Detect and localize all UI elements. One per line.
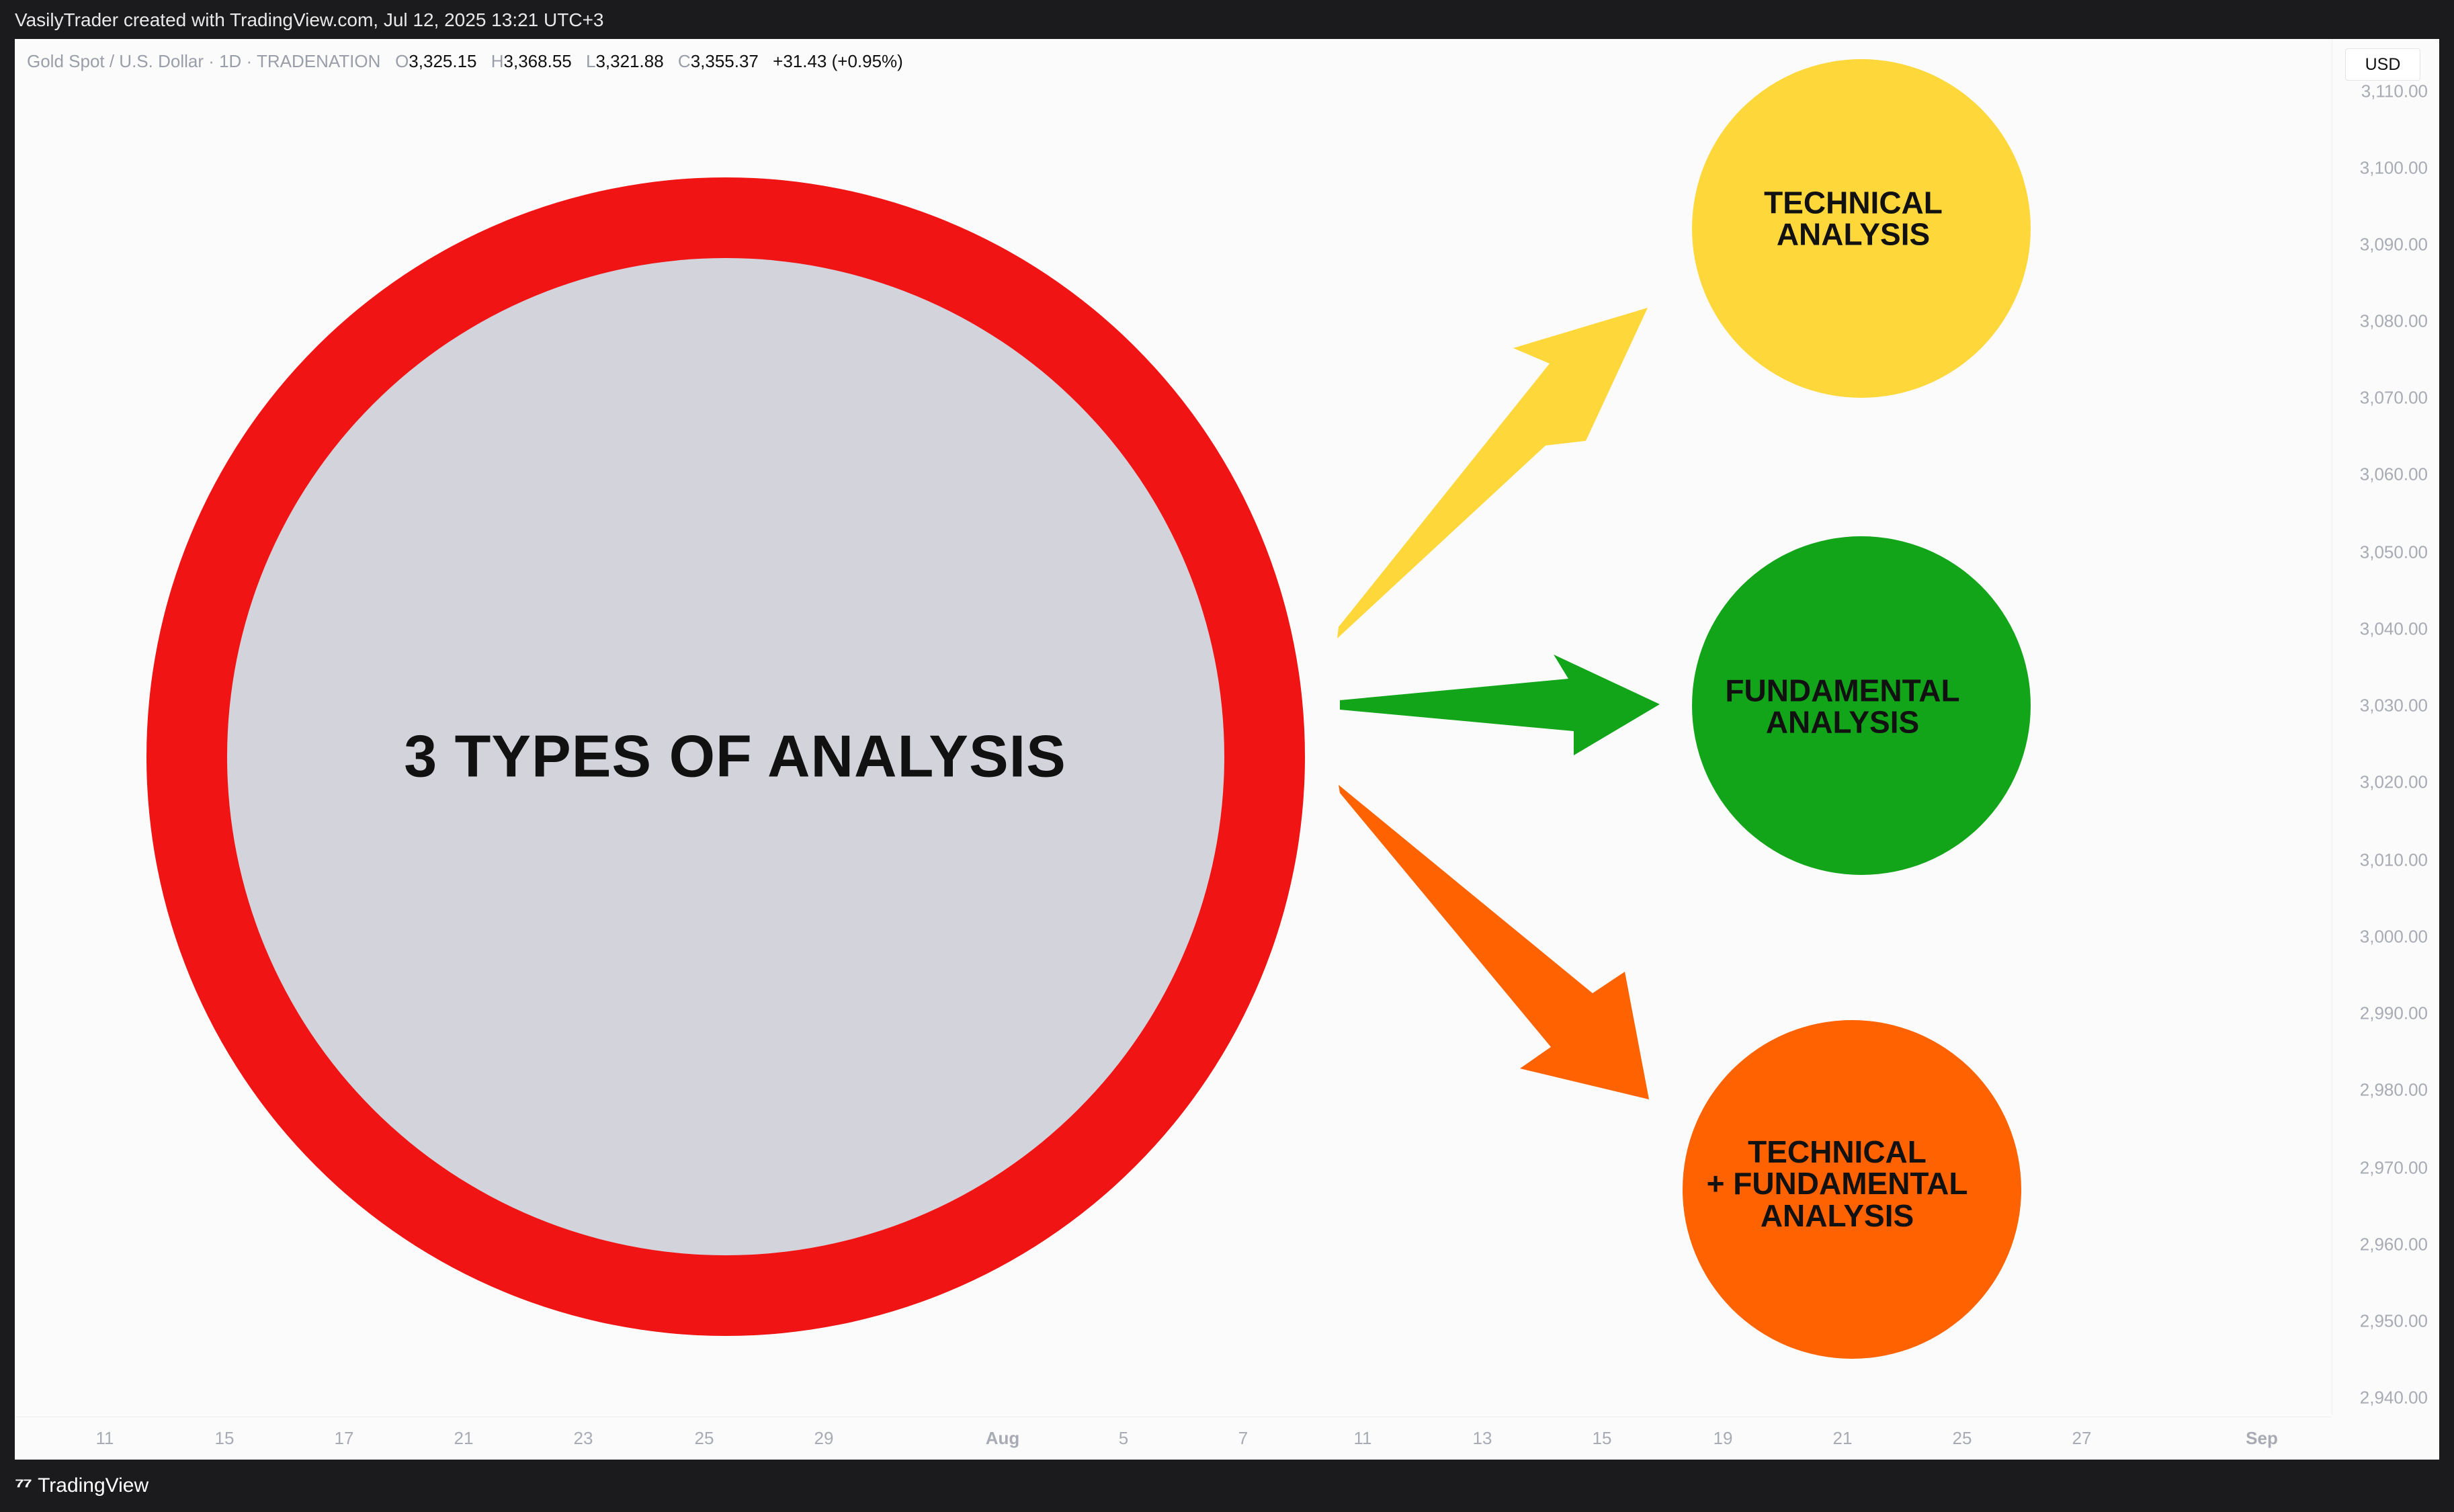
time-tick: 23 bbox=[573, 1428, 593, 1448]
price-axis[interactable]: 3,110.00 3,100.00 3,090.00 3,080.00 3,07… bbox=[2332, 39, 2439, 1415]
price-tick: 2,940.00 bbox=[2359, 1387, 2428, 1408]
arrow-to-technical bbox=[1337, 308, 1648, 638]
chart-pane[interactable]: 3 TYPES OF ANALYSIS TECHNICAL ANALYSIS F… bbox=[15, 39, 2439, 1460]
price-tick: 3,070.00 bbox=[2359, 387, 2428, 408]
price-tick: 3,080.00 bbox=[2359, 310, 2428, 331]
time-tick: 21 bbox=[454, 1428, 474, 1448]
tradingview-brand: TradingView bbox=[38, 1474, 149, 1497]
time-tick: 7 bbox=[1238, 1428, 1249, 1448]
time-tick: 11 bbox=[95, 1428, 114, 1448]
price-tick: 2,970.00 bbox=[2359, 1157, 2428, 1178]
time-tick: 11 bbox=[1353, 1428, 1372, 1448]
fundamental-label-line-1: FUNDAMENTAL bbox=[1725, 673, 1960, 708]
technical-label-line-1: TECHNICAL bbox=[1764, 185, 1943, 220]
time-tick: 15 bbox=[214, 1428, 235, 1448]
close-key: C bbox=[677, 51, 691, 71]
frame-left bbox=[0, 39, 15, 1460]
low-value: 3,321.88 bbox=[595, 51, 664, 71]
technical-label: TECHNICAL ANALYSIS bbox=[1699, 187, 2008, 251]
time-tick: 25 bbox=[1952, 1428, 1972, 1448]
time-tick-month: Sep bbox=[2246, 1428, 2278, 1448]
technical-circle bbox=[1692, 59, 2031, 398]
price-tick: 3,030.00 bbox=[2359, 695, 2428, 716]
time-tick: 19 bbox=[1713, 1428, 1733, 1448]
tradingview-mark-icon: ⁷⁷ bbox=[15, 1472, 32, 1499]
price-tick: 2,980.00 bbox=[2359, 1079, 2428, 1100]
combined-label-line-3: ANALYSIS bbox=[1760, 1198, 1914, 1233]
currency-button[interactable]: USD bbox=[2345, 48, 2420, 81]
combined-label-line-2: + FUNDAMENTAL bbox=[1706, 1166, 1968, 1202]
analysis-diagram bbox=[146, 59, 2031, 1359]
time-tick: 27 bbox=[2072, 1428, 2092, 1448]
fundamental-label: FUNDAMENTAL ANALYSIS bbox=[1688, 675, 1997, 739]
time-tick: 29 bbox=[814, 1428, 834, 1448]
time-tick: 21 bbox=[1832, 1428, 1853, 1448]
time-tick: 5 bbox=[1118, 1428, 1129, 1448]
fundamental-circle bbox=[1692, 536, 2031, 875]
symbol-name[interactable]: Gold Spot / U.S. Dollar · 1D · TRADENATI… bbox=[27, 51, 381, 71]
low-key: L bbox=[585, 51, 596, 71]
open-value: 3,325.15 bbox=[409, 51, 477, 71]
price-tick: 3,000.00 bbox=[2359, 926, 2428, 947]
high-key: H bbox=[491, 51, 504, 71]
time-tick: 25 bbox=[694, 1428, 714, 1448]
time-tick: 15 bbox=[1592, 1428, 1612, 1448]
combined-circle bbox=[1683, 1020, 2021, 1359]
symbol-legend[interactable]: Gold Spot / U.S. Dollar · 1D · TRADENATI… bbox=[27, 51, 913, 72]
price-tick: 3,020.00 bbox=[2359, 771, 2428, 792]
combined-label-line-1: TECHNICAL bbox=[1748, 1134, 1927, 1169]
footer-bar: ⁷⁷ TradingView bbox=[0, 1460, 2454, 1512]
change-value: +31.43 (+0.95%) bbox=[773, 51, 903, 71]
combined-label: TECHNICAL + FUNDAMENTAL ANALYSIS bbox=[1683, 1136, 1992, 1232]
attribution-bar: VasilyTrader created with TradingView.co… bbox=[0, 0, 2454, 39]
price-tick: 2,950.00 bbox=[2359, 1310, 2428, 1331]
arrow-to-combined bbox=[1339, 785, 1649, 1099]
time-tick: 13 bbox=[1472, 1428, 1492, 1448]
tradingview-logo[interactable]: ⁷⁷ TradingView bbox=[15, 1473, 149, 1499]
main-circle-inner bbox=[227, 258, 1224, 1255]
close-value: 3,355.37 bbox=[690, 51, 759, 71]
technical-label-line-2: ANALYSIS bbox=[1776, 217, 1931, 252]
price-tick: 3,040.00 bbox=[2359, 618, 2428, 639]
price-tick: 3,090.00 bbox=[2359, 234, 2428, 255]
fundamental-label-line-2: ANALYSIS bbox=[1765, 705, 1920, 740]
high-value: 3,368.55 bbox=[503, 51, 572, 71]
attribution-text: VasilyTrader created with TradingView.co… bbox=[15, 9, 604, 30]
price-tick: 2,990.00 bbox=[2359, 1003, 2428, 1023]
price-tick: 3,100.00 bbox=[2359, 157, 2428, 178]
price-tick: 3,010.00 bbox=[2359, 849, 2428, 870]
price-tick: 3,060.00 bbox=[2359, 464, 2428, 485]
arrow-to-fundamental bbox=[1340, 655, 1660, 755]
open-key: O bbox=[395, 51, 409, 71]
price-tick: 3,110.00 bbox=[2361, 81, 2428, 101]
frame-right bbox=[2439, 39, 2454, 1460]
main-title: 3 TYPES OF ANALYSIS bbox=[404, 722, 1066, 790]
time-tick-month: Aug bbox=[985, 1428, 1020, 1448]
price-tick: 2,960.00 bbox=[2359, 1234, 2428, 1255]
price-tick: 3,050.00 bbox=[2359, 542, 2428, 562]
time-axis[interactable]: 11 15 17 21 23 25 29 Aug 5 7 11 13 15 19… bbox=[15, 1417, 2332, 1460]
time-tick: 17 bbox=[334, 1428, 354, 1448]
